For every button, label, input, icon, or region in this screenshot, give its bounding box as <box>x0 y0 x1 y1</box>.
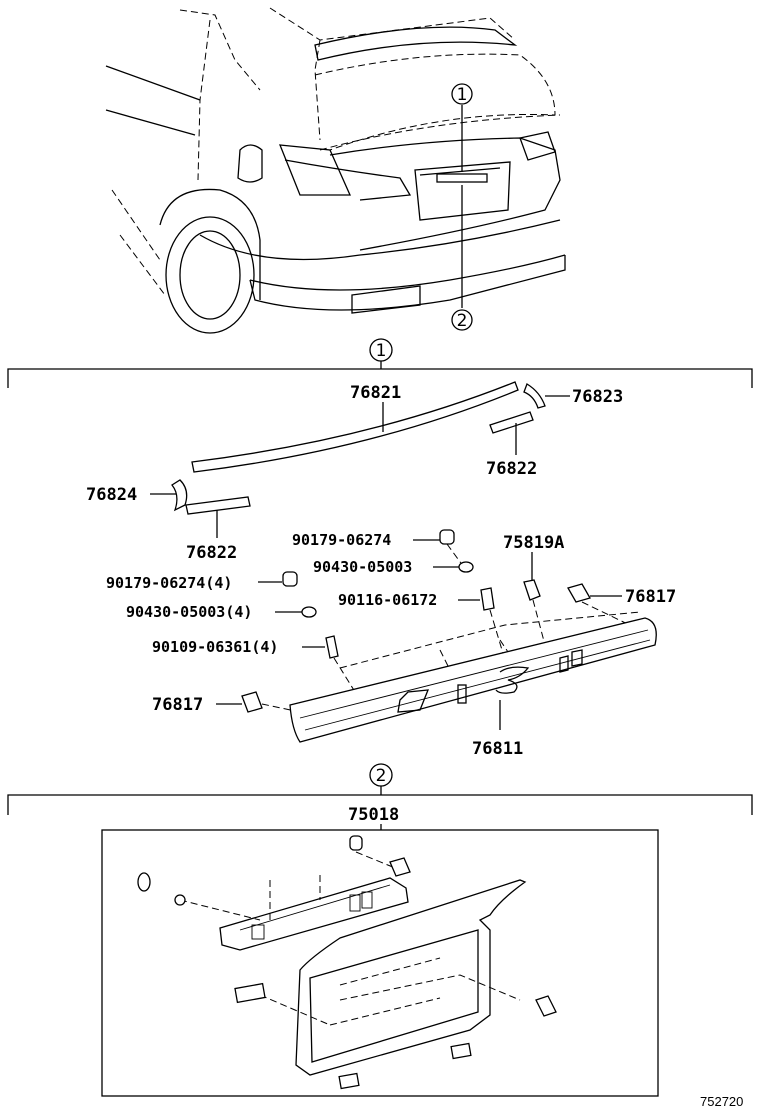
nut-90179-06274-x4 <box>282 571 298 587</box>
clip-75819A <box>523 579 546 646</box>
svg-text:1: 1 <box>376 341 387 361</box>
label-76817-left: 76817 <box>152 695 203 715</box>
clip-76817-right <box>567 583 641 631</box>
section-1-marker: 1 <box>369 338 393 369</box>
label-90430-05003: 90430-05003 <box>313 558 412 576</box>
tape-76822-right <box>489 411 534 434</box>
bolt-90109-06361 <box>325 635 361 701</box>
callout-2-marker: 2 <box>451 309 473 331</box>
label-75819A: 75819A <box>503 533 564 553</box>
label-76822-left: 76822 <box>186 543 237 563</box>
callout-1-marker: 1 <box>451 83 473 105</box>
license-plate-bracket-75018 <box>137 835 557 1090</box>
svg-text:1: 1 <box>457 85 468 105</box>
svg-text:2: 2 <box>457 311 468 331</box>
clip-76817-left <box>216 691 301 713</box>
label-76823: 76823 <box>572 387 623 407</box>
label-76811: 76811 <box>472 739 523 759</box>
end-cap-76823 <box>523 383 546 409</box>
label-76821: 76821 <box>350 383 401 403</box>
label-90179-06274-x4: 90179-06274(4) <box>106 574 232 592</box>
nut-90179-06274 <box>439 529 467 571</box>
svg-text:2: 2 <box>376 766 387 786</box>
section-1-bracket <box>7 368 753 388</box>
washer-90430-05003-x4 <box>301 606 317 618</box>
label-76817-right: 76817 <box>625 587 676 607</box>
garnish-76811 <box>289 611 657 743</box>
label-90109-06361-x4: 90109-06361(4) <box>152 638 278 656</box>
reference-number: 752720 <box>700 1094 743 1109</box>
label-90430-05003-x4: 90430-05003(4) <box>126 603 252 621</box>
label-75018: 75018 <box>348 805 399 825</box>
tape-76822-left <box>185 496 251 515</box>
label-90116-06172: 90116-06172 <box>338 591 437 609</box>
molding-76821 <box>191 381 519 473</box>
vehicle-rear-illustration <box>105 7 566 334</box>
label-90179-06274: 90179-06274 <box>292 531 391 549</box>
bolt-90116-06172 <box>480 587 506 661</box>
washer-90430-05003 <box>458 561 474 573</box>
label-76822-right: 76822 <box>486 459 537 479</box>
section-2-bracket <box>7 794 753 815</box>
section-2-marker: 2 <box>369 763 393 795</box>
end-cap-76824 <box>171 479 188 512</box>
assembly-75018-box <box>101 829 659 1097</box>
label-76824: 76824 <box>86 485 137 505</box>
